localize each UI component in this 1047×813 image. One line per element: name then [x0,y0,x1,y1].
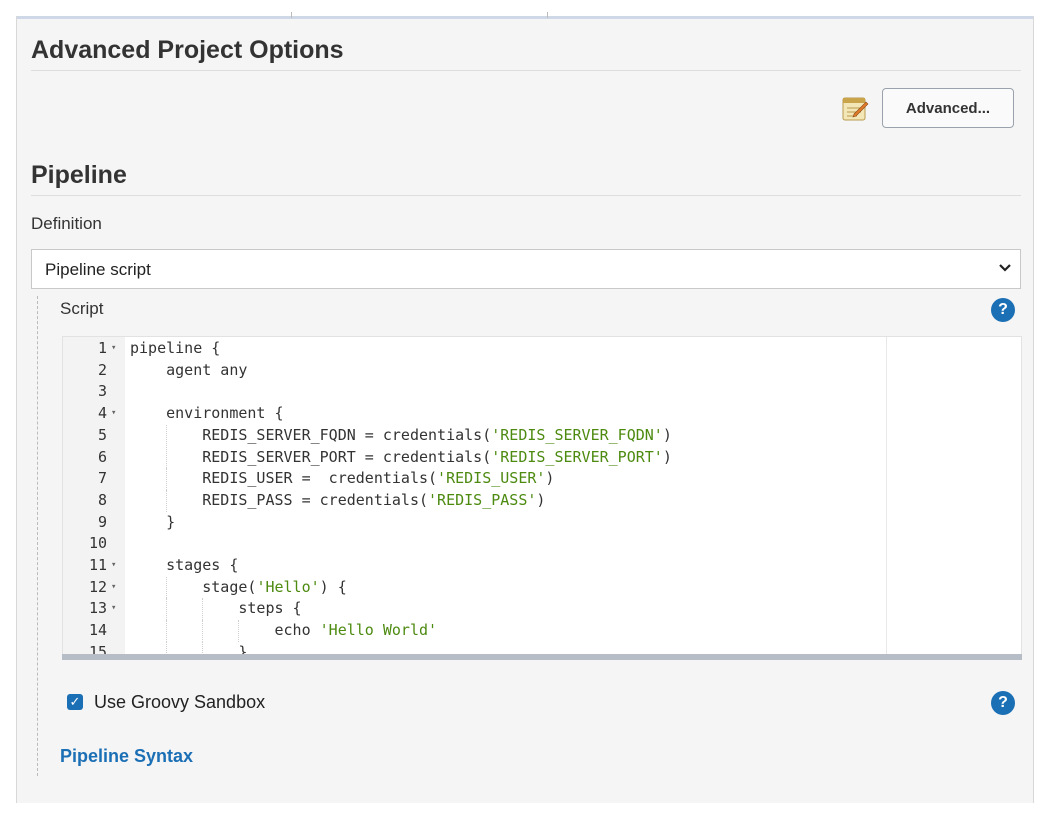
string-literal: 'Hello World' [319,621,438,640]
pipeline-title: Pipeline [31,161,127,189]
code-line[interactable]: 7 REDIS_USER = credentials('REDIS_USER') [63,468,1021,490]
indent-guide [166,641,168,659]
line-number: 3 [97,382,107,401]
line-number: 11 [88,556,107,574]
checkmark-icon: ✓ [69,694,81,709]
string-literal: 'REDIS_SERVER_PORT' [491,447,663,466]
groovy-sandbox-label[interactable]: Use Groovy Sandbox [94,692,266,712]
line-number: 12 [88,577,107,596]
pipeline-syntax-link[interactable]: Pipeline Syntax [60,746,194,766]
string-literal: 'REDIS_SERVER_FQDN' [491,425,663,444]
print-margin [886,337,887,659]
code-line[interactable]: 5 REDIS_SERVER_FQDN = credentials('REDIS… [63,424,1021,447]
advanced-button[interactable]: Advanced... [882,88,1014,128]
indent-guide [37,296,38,776]
code-line[interactable]: 1 ▾ pipeline { [63,338,1021,360]
line-number: 2 [97,360,107,379]
indent-guide [166,424,168,447]
code-text: REDIS_USER = credentials('REDIS_USER') [130,469,555,488]
string-literal: 'Hello' [256,577,320,596]
line-number: 6 [97,447,107,466]
indent-guide [166,468,168,490]
divider-tick [547,12,548,18]
code-text: steps { [130,599,302,618]
code-line[interactable]: 3 [63,381,1021,403]
line-number: 13 [88,599,107,618]
indent-guide [238,620,240,642]
string-literal: 'REDIS_PASS' [428,490,537,509]
indent-guide [166,489,168,512]
indent-guide [202,620,204,642]
section-divider [31,195,1021,196]
indent-guide [166,620,168,642]
code-text: pipeline { [130,339,221,357]
code-line[interactable]: 8 REDIS_PASS = credentials('REDIS_PASS') [63,489,1021,512]
code-text: stages { [130,556,239,574]
definition-selected-value: Pipeline script [45,260,151,279]
chevron-down-icon [999,264,1011,272]
divider-tick [291,12,292,18]
code-text: REDIS_SERVER_PORT = credentials('REDIS_S… [130,447,672,466]
code-text: environment { [130,404,284,423]
code-text: } [130,512,176,531]
code-text: echo 'Hello World' [130,621,438,640]
line-number: 8 [97,490,107,509]
code-line[interactable]: 10 [63,533,1021,555]
code-line[interactable]: 14 echo 'Hello World' [63,620,1021,642]
line-number: 7 [97,469,107,488]
sandbox-help-icon[interactable]: ? [991,691,1015,715]
code-text: } [130,642,248,660]
indent-guide [202,641,204,659]
fold-toggle-icon[interactable]: ▾ [111,560,117,570]
code-text: REDIS_PASS = credentials('REDIS_PASS') [130,490,546,509]
definition-select[interactable]: Pipeline script [31,249,1021,289]
indent-guide [202,598,204,621]
fold-toggle-icon[interactable]: ▾ [111,343,117,353]
indent-guide [166,598,168,621]
section-divider [31,70,1021,71]
code-line[interactable]: 6 REDIS_SERVER_PORT = credentials('REDIS… [63,446,1021,469]
code-line[interactable]: 12 ▾ stage('Hello') { [63,576,1021,599]
fold-toggle-icon[interactable]: ▾ [111,408,117,419]
code-line[interactable]: 4 ▾ environment { [63,403,1021,425]
advanced-project-options-title: Advanced Project Options [31,36,344,64]
code-text: stage('Hello') { [130,577,347,596]
code-line[interactable]: 2 agent any [63,360,1021,382]
script-label: Script [60,299,104,318]
indent-guide [166,576,168,599]
line-number: 1 [97,339,107,357]
script-help-icon[interactable]: ? [991,298,1015,322]
line-number: 4 [97,404,107,423]
code-text: REDIS_SERVER_FQDN = credentials('REDIS_S… [130,425,672,444]
code-text: agent any [130,360,248,379]
groovy-sandbox-checkbox[interactable]: ✓ [67,694,83,710]
line-number-gutter [63,337,125,659]
fold-toggle-icon[interactable]: ▾ [111,581,117,592]
indent-guide [166,446,168,469]
code-line[interactable]: 13 ▾ steps { [63,598,1021,621]
line-number: 10 [88,534,107,553]
string-literal: 'REDIS_USER' [437,469,546,488]
line-number: 5 [97,425,107,444]
definition-label: Definition [31,214,102,233]
code-line[interactable]: 11 ▾ stages { [63,555,1021,577]
fold-toggle-icon[interactable]: ▾ [111,603,117,614]
editor-resize-handle[interactable] [62,654,1022,660]
advanced-options-panel: Advanced Project Options Advanced... Pip… [16,12,1034,803]
notepad-icon[interactable] [840,94,870,124]
line-number: 9 [97,512,107,531]
code-line[interactable]: 9 } [63,512,1021,534]
panel-top-border [17,16,1033,19]
line-number: 14 [88,621,107,640]
